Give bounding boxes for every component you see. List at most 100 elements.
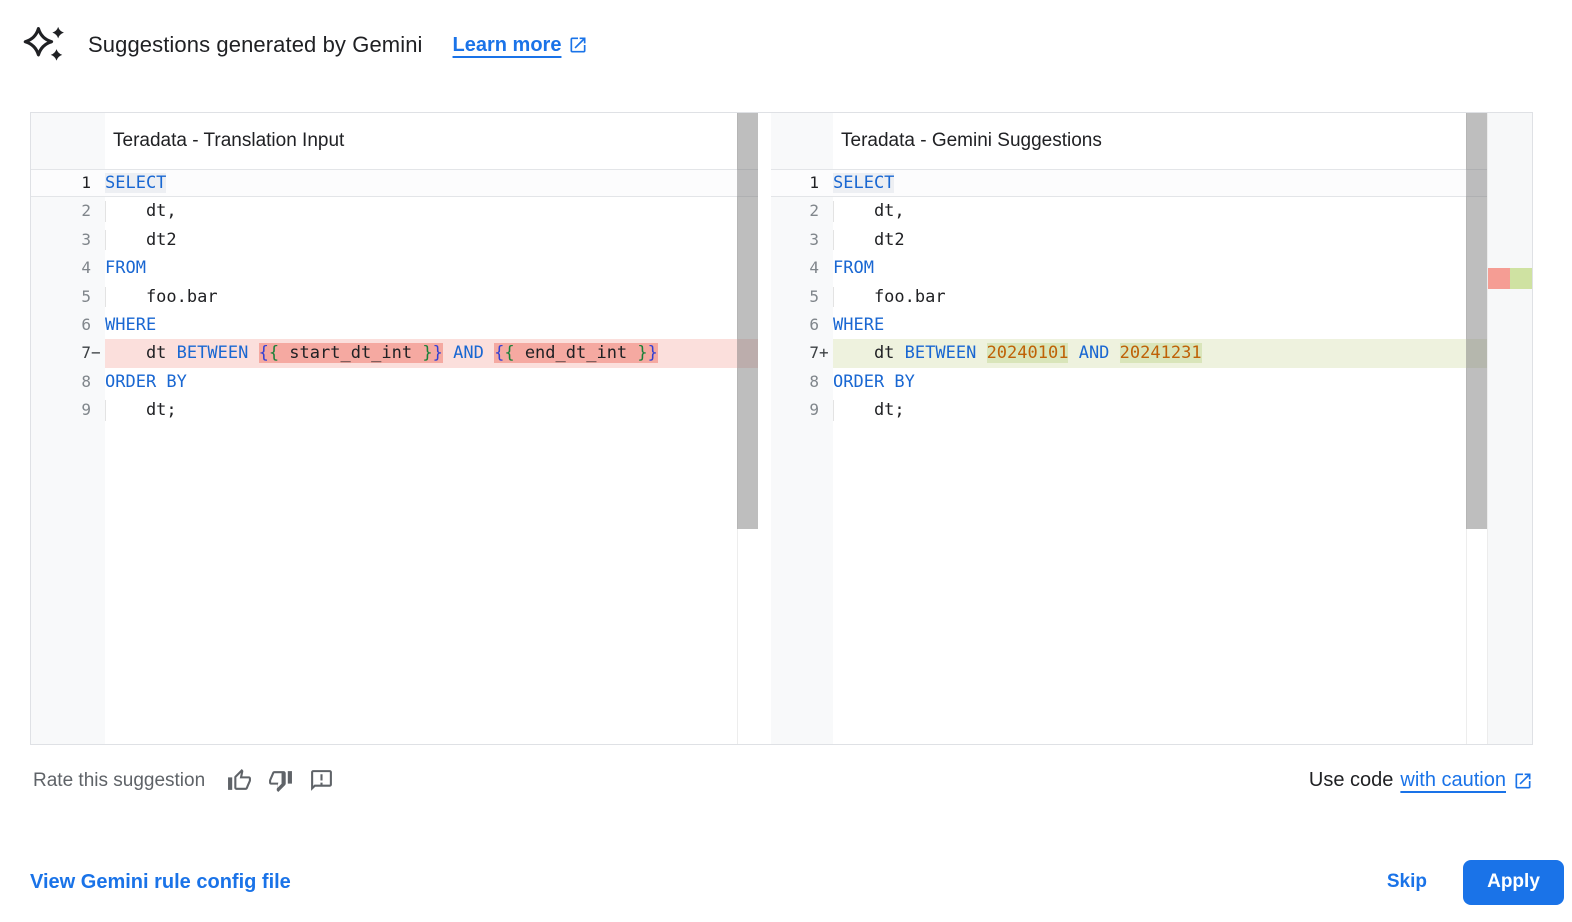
code-diff-container: Teradata - Translation Input 1 SELECT 2 dt… bbox=[30, 112, 1533, 745]
code-text: WHERE bbox=[833, 314, 885, 335]
diff-sign bbox=[91, 396, 105, 424]
line-number: 1 bbox=[81, 173, 91, 192]
code-text: dt, bbox=[833, 197, 1487, 225]
code-line[interactable]: 6 WHERE bbox=[771, 311, 1487, 339]
rating-icons bbox=[227, 768, 334, 793]
translation-input-editor: Teradata - Translation Input 1 SELECT 2 dt… bbox=[31, 113, 758, 744]
code-line[interactable]: 7− dt BETWEEN {{ start_dt_int }} AND {{ … bbox=[31, 339, 758, 368]
code-text: foo.bar bbox=[833, 283, 1487, 311]
line-number: 5 bbox=[81, 286, 91, 306]
diff-sign bbox=[819, 396, 833, 424]
scrollbar-thumb[interactable] bbox=[737, 113, 758, 529]
diff-sign bbox=[91, 226, 105, 254]
learn-more-link[interactable]: Learn more bbox=[453, 34, 589, 57]
code-line[interactable]: 3 dt2 bbox=[31, 226, 758, 254]
diff-sign bbox=[91, 254, 105, 282]
report-feedback-button[interactable] bbox=[309, 768, 334, 793]
scrollbar-thumb[interactable] bbox=[1466, 113, 1487, 529]
code-text: SELECT bbox=[105, 173, 167, 193]
code-text: ORDER BY bbox=[105, 371, 187, 392]
code-text: dt; bbox=[105, 396, 758, 424]
use-code-caution: Use code with caution bbox=[1309, 769, 1533, 792]
external-link-icon bbox=[570, 37, 586, 53]
diff-sign bbox=[819, 226, 833, 254]
diff-sign bbox=[819, 311, 833, 339]
line-number: 2 bbox=[81, 201, 91, 221]
feedback-icon bbox=[311, 770, 333, 791]
with-caution-link[interactable]: with caution bbox=[1400, 769, 1506, 791]
left-editor-title: Teradata - Translation Input bbox=[113, 130, 345, 151]
right-editor-header: Teradata - Gemini Suggestions bbox=[771, 113, 1532, 169]
diff-sign bbox=[91, 311, 105, 339]
code-line[interactable]: 5 foo.bar bbox=[31, 283, 758, 311]
diff-sign bbox=[819, 170, 833, 196]
diff-overview-ruler[interactable] bbox=[1487, 113, 1532, 744]
diff-sign bbox=[819, 197, 833, 225]
code-text: FROM bbox=[833, 258, 874, 279]
thumb-down-button[interactable] bbox=[268, 768, 293, 793]
scrollbar-track[interactable] bbox=[1466, 113, 1487, 744]
diff-change-marker[interactable] bbox=[1488, 268, 1532, 289]
code-line[interactable]: 1 SELECT bbox=[31, 169, 758, 198]
code-text: dt2 bbox=[833, 226, 1487, 254]
left-editor-header: Teradata - Translation Input bbox=[31, 113, 758, 169]
addition-marker bbox=[1510, 268, 1532, 289]
diff-sign bbox=[91, 197, 105, 225]
line-number: 6 bbox=[809, 314, 819, 334]
code-line[interactable]: 5 foo.bar bbox=[771, 283, 1487, 311]
line-number: 7 bbox=[81, 343, 91, 363]
learn-more-label: Learn more bbox=[452, 33, 562, 56]
code-line[interactable]: 4 FROM bbox=[31, 254, 758, 282]
line-number: 7 bbox=[809, 343, 819, 363]
line-number: 9 bbox=[809, 400, 819, 420]
code-line[interactable]: 2 dt, bbox=[31, 197, 758, 225]
line-number: 9 bbox=[81, 400, 91, 420]
code-text: foo.bar bbox=[105, 283, 758, 311]
right-editor-title: Teradata - Gemini Suggestions bbox=[841, 130, 1102, 151]
gemini-sparkle-icon bbox=[23, 26, 64, 61]
scrollbar-track[interactable] bbox=[737, 113, 758, 744]
dialog-header: Suggestions generated by Gemini Learn mo… bbox=[22, 24, 588, 66]
code-text: dt, bbox=[105, 197, 758, 225]
code-line[interactable]: 3 dt2 bbox=[771, 226, 1487, 254]
use-code-label: Use code bbox=[1308, 769, 1394, 791]
diff-sign: − bbox=[91, 343, 101, 363]
apply-button[interactable]: Apply bbox=[1463, 859, 1564, 905]
diff-sign: + bbox=[819, 343, 829, 363]
deletion-marker bbox=[1488, 268, 1510, 289]
code-text: dt; bbox=[833, 396, 1487, 424]
dialog-actions: View Gemini rule config file Skip Apply bbox=[30, 858, 1564, 906]
skip-button[interactable]: Skip bbox=[1369, 861, 1445, 903]
feedback-bar: Rate this suggestion Use code with cauti… bbox=[33, 768, 1533, 793]
code-line[interactable]: 7+ dt BETWEEN 20240101 AND 20241231 bbox=[771, 339, 1487, 368]
code-line[interactable]: 9 dt; bbox=[31, 396, 758, 424]
line-number-gutter bbox=[31, 113, 105, 744]
view-config-link[interactable]: View Gemini rule config file bbox=[30, 870, 291, 893]
code-text: WHERE bbox=[105, 314, 157, 335]
code-line[interactable]: 2 dt, bbox=[771, 197, 1487, 225]
line-number: 4 bbox=[81, 258, 91, 278]
thumb-up-button[interactable] bbox=[227, 768, 252, 793]
line-number: 8 bbox=[809, 371, 819, 391]
code-text: dt2 bbox=[105, 226, 758, 254]
diff-sign bbox=[91, 170, 105, 196]
code-text: SELECT bbox=[833, 173, 895, 193]
diff-sign bbox=[819, 368, 833, 396]
diff-sign bbox=[91, 368, 105, 396]
diff-sign bbox=[819, 283, 833, 311]
rate-suggestion-label: Rate this suggestion bbox=[33, 769, 206, 791]
code-text: FROM bbox=[105, 258, 146, 279]
code-text: dt BETWEEN {{ start_dt_int }} AND {{ end… bbox=[105, 339, 758, 368]
external-link-icon bbox=[1515, 773, 1531, 788]
line-number: 3 bbox=[809, 229, 819, 249]
thumb-up-icon bbox=[228, 769, 252, 790]
code-line[interactable]: 9 dt; bbox=[771, 396, 1487, 424]
thumb-down-icon bbox=[269, 771, 293, 792]
